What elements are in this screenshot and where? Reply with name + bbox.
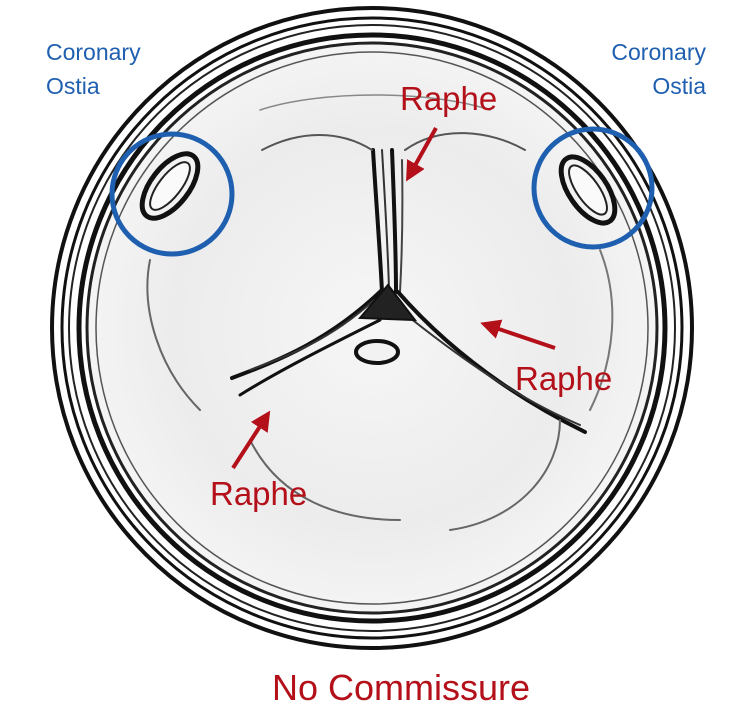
raphe-label-right: Raphe — [515, 360, 612, 397]
raphe-label-bottom: Raphe — [210, 475, 307, 512]
aortic-wall — [52, 8, 692, 648]
coronary-ostia-label-left-line1: Coronary — [46, 39, 141, 65]
coronary-ostia-label-left-line2: Ostia — [46, 73, 100, 99]
coronary-ostia-label-right-line2: Ostia — [652, 73, 706, 99]
coronary-ostia-label-right-line1: Coronary — [611, 39, 706, 65]
caption: No Commissure — [272, 667, 530, 708]
raphe-label-top: Raphe — [400, 80, 497, 117]
